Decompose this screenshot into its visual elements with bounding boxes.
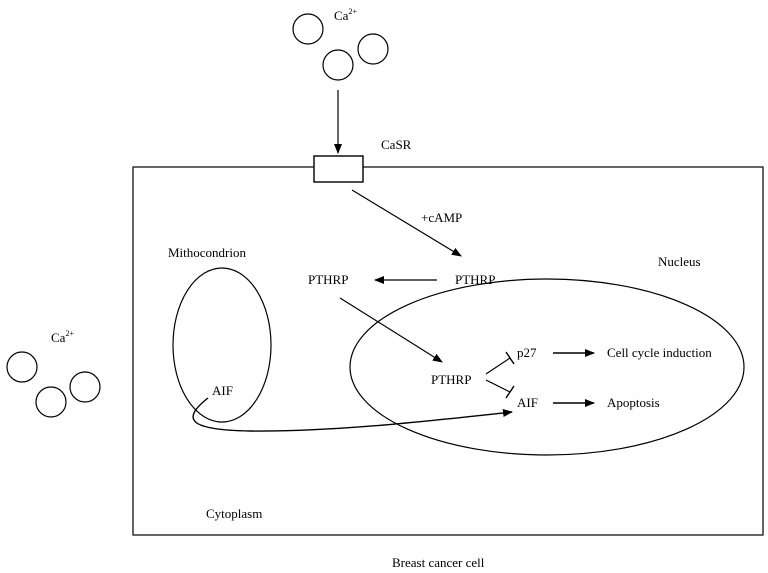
calcium-ion [6,351,38,383]
calcium-label-left: Ca2+ [51,329,74,345]
calcium-ion [357,33,389,65]
calcium-label-top: Ca2+ [334,7,357,23]
calcium-ions-left: Ca2+ [6,329,101,418]
calcium-ion [35,386,67,418]
inhibition-p27 [485,357,511,375]
calcium-ion [69,371,101,403]
arrow-pthrp-reentry [339,297,443,363]
aif-mito-label: AIF [212,383,233,398]
mitochondrion [172,267,272,423]
mitochondrion-label: Mithocondrion [168,245,246,260]
calcium-ion [322,49,354,81]
casr-receptor [313,155,364,183]
pthrp-cytoplasm-label: PTHRP [308,272,348,287]
camp-label: +cAMP [421,210,462,225]
cell-cycle-label: Cell cycle induction [607,345,712,360]
inhibition-bar-aif [505,385,515,399]
arrow-aif-translocation [192,397,513,432]
nucleus-label: Nucleus [658,254,701,269]
arrow-casr-to-pthrp [351,189,462,257]
calcium-ions-top: Ca2+ [292,7,389,81]
casr-label: CaSR [381,137,412,152]
p27-label: p27 [517,345,537,360]
cytoplasm-label: Cytoplasm [206,506,262,521]
calcium-ion [292,13,324,45]
aif-nucleus-label: AIF [517,395,538,410]
cell-boundary [132,166,764,536]
pthrp-nucleus-top-label: PTHRP [455,272,495,287]
pthrp-nucleus-center-label: PTHRP [431,372,471,387]
nucleus [349,278,745,456]
apoptosis-label: Apoptosis [607,395,660,410]
inhibition-bar-p27 [505,351,515,365]
figure-caption: Breast cancer cell [392,555,485,570]
inhibition-aif [485,379,511,393]
